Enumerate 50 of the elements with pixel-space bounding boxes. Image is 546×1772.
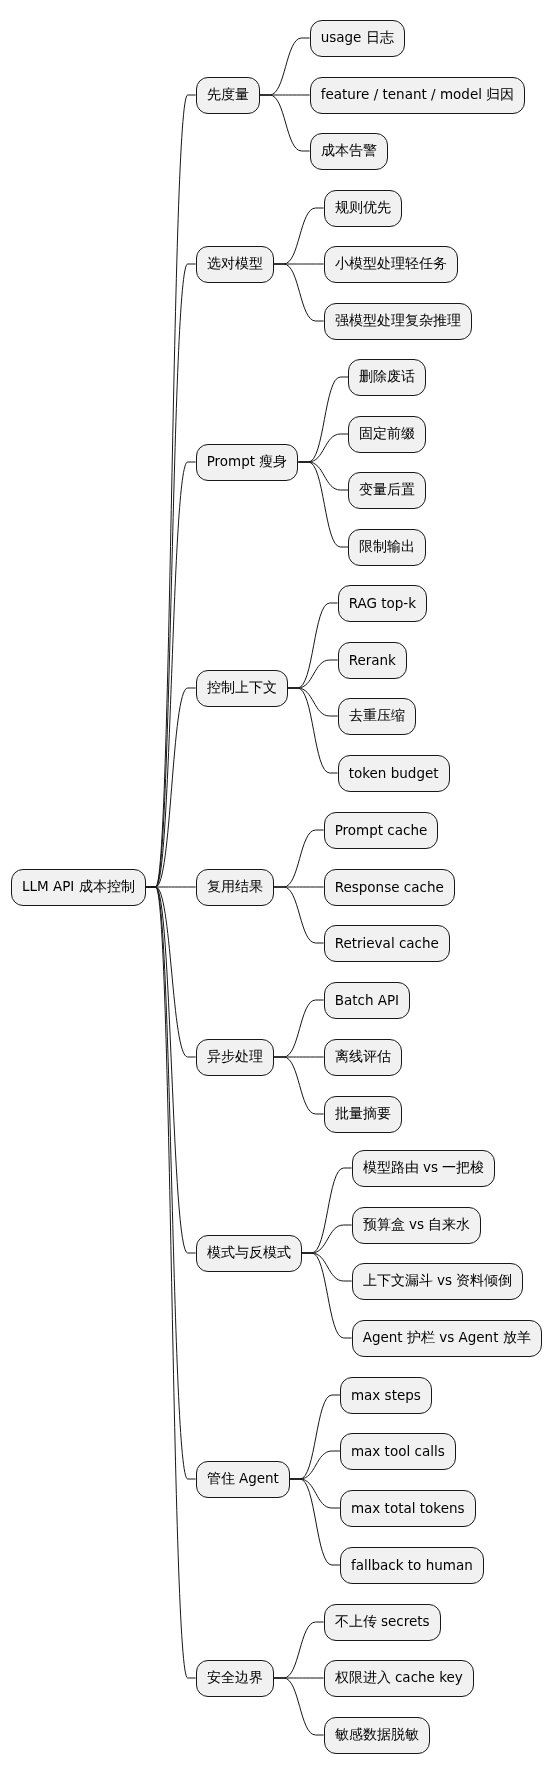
leaf-topic-box: 变量后置 — [348, 471, 427, 509]
leaf-topic-box: 敏感数据脱敏 — [323, 1716, 430, 1754]
leaf-topic-box: RAG top-k — [337, 584, 428, 622]
leaf-topic-box: Prompt cache — [323, 811, 439, 849]
leaf-topic-box: 模型路由 vs 一把梭 — [351, 1149, 496, 1187]
branch-topic-box: 模式与反模式 — [195, 1234, 302, 1272]
leaf-topic-box: 固定前缀 — [348, 415, 427, 453]
leaf-topic-box: 小模型处理轻任务 — [323, 245, 458, 283]
leaf-topic-box: 规则优先 — [323, 189, 402, 227]
leaf-topic-box: fallback to human — [339, 1546, 484, 1584]
branch-line — [287, 687, 339, 774]
branch-line — [259, 94, 311, 152]
leaf-topic-box: max total tokens — [339, 1489, 476, 1527]
branch-topic-box: Prompt 瘦身 — [195, 443, 299, 481]
leaf-topic-box: Batch API — [323, 981, 411, 1019]
leaf-topic-box: Rerank — [337, 641, 407, 679]
branch-line — [273, 263, 325, 322]
leaf-topic-box: Retrieval cache — [323, 924, 450, 962]
leaf-topic-box: 限制输出 — [348, 528, 427, 566]
branch-line — [273, 1677, 325, 1736]
leaf-topic-box: max tool calls — [339, 1432, 456, 1470]
central-topic-box: LLM API 成本控制 — [11, 868, 146, 906]
leaf-topic-box: 去重压缩 — [337, 697, 416, 735]
leaf-topic-box: max steps — [339, 1376, 432, 1414]
branch-topic-box: 异步处理 — [195, 1038, 274, 1076]
leaf-topic-box: token budget — [337, 754, 450, 792]
branch-topic-box: 复用结果 — [195, 868, 274, 906]
leaf-topic-box: 预算盒 vs 自来水 — [351, 1206, 482, 1244]
branch-topic-box: 管住 Agent — [195, 1460, 290, 1498]
leaf-topic-box: 权限进入 cache key — [323, 1659, 474, 1697]
branch-line — [301, 1252, 353, 1339]
leaf-topic-box: 强模型处理复杂推理 — [323, 302, 472, 340]
leaf-topic-box: 删除废话 — [348, 358, 427, 396]
leaf-topic-box: 成本告警 — [309, 132, 388, 170]
leaf-topic-box: 上下文漏斗 vs 资料倾倒 — [351, 1262, 524, 1300]
branch-line — [297, 461, 349, 548]
leaf-topic-box: usage 日志 — [309, 19, 405, 57]
leaf-topic-box: 离线评估 — [323, 1038, 402, 1076]
leaf-topic-box: Agent 护栏 vs Agent 放羊 — [351, 1319, 542, 1357]
branch-line — [273, 886, 325, 944]
leaf-topic-box: Response cache — [323, 868, 455, 906]
branch-line — [273, 1056, 325, 1115]
branch-line — [289, 1478, 341, 1566]
branch-topic-box: 控制上下文 — [195, 669, 288, 707]
branch-topic-box: 安全边界 — [195, 1659, 274, 1697]
leaf-topic-box: 不上传 secrets — [323, 1603, 441, 1641]
branch-topic-box: 选对模型 — [195, 245, 274, 283]
leaf-topic-box: 批量摘要 — [323, 1095, 402, 1133]
branch-topic-box: 先度量 — [195, 76, 260, 114]
leaf-topic-box: feature / tenant / model 归因 — [309, 76, 526, 114]
